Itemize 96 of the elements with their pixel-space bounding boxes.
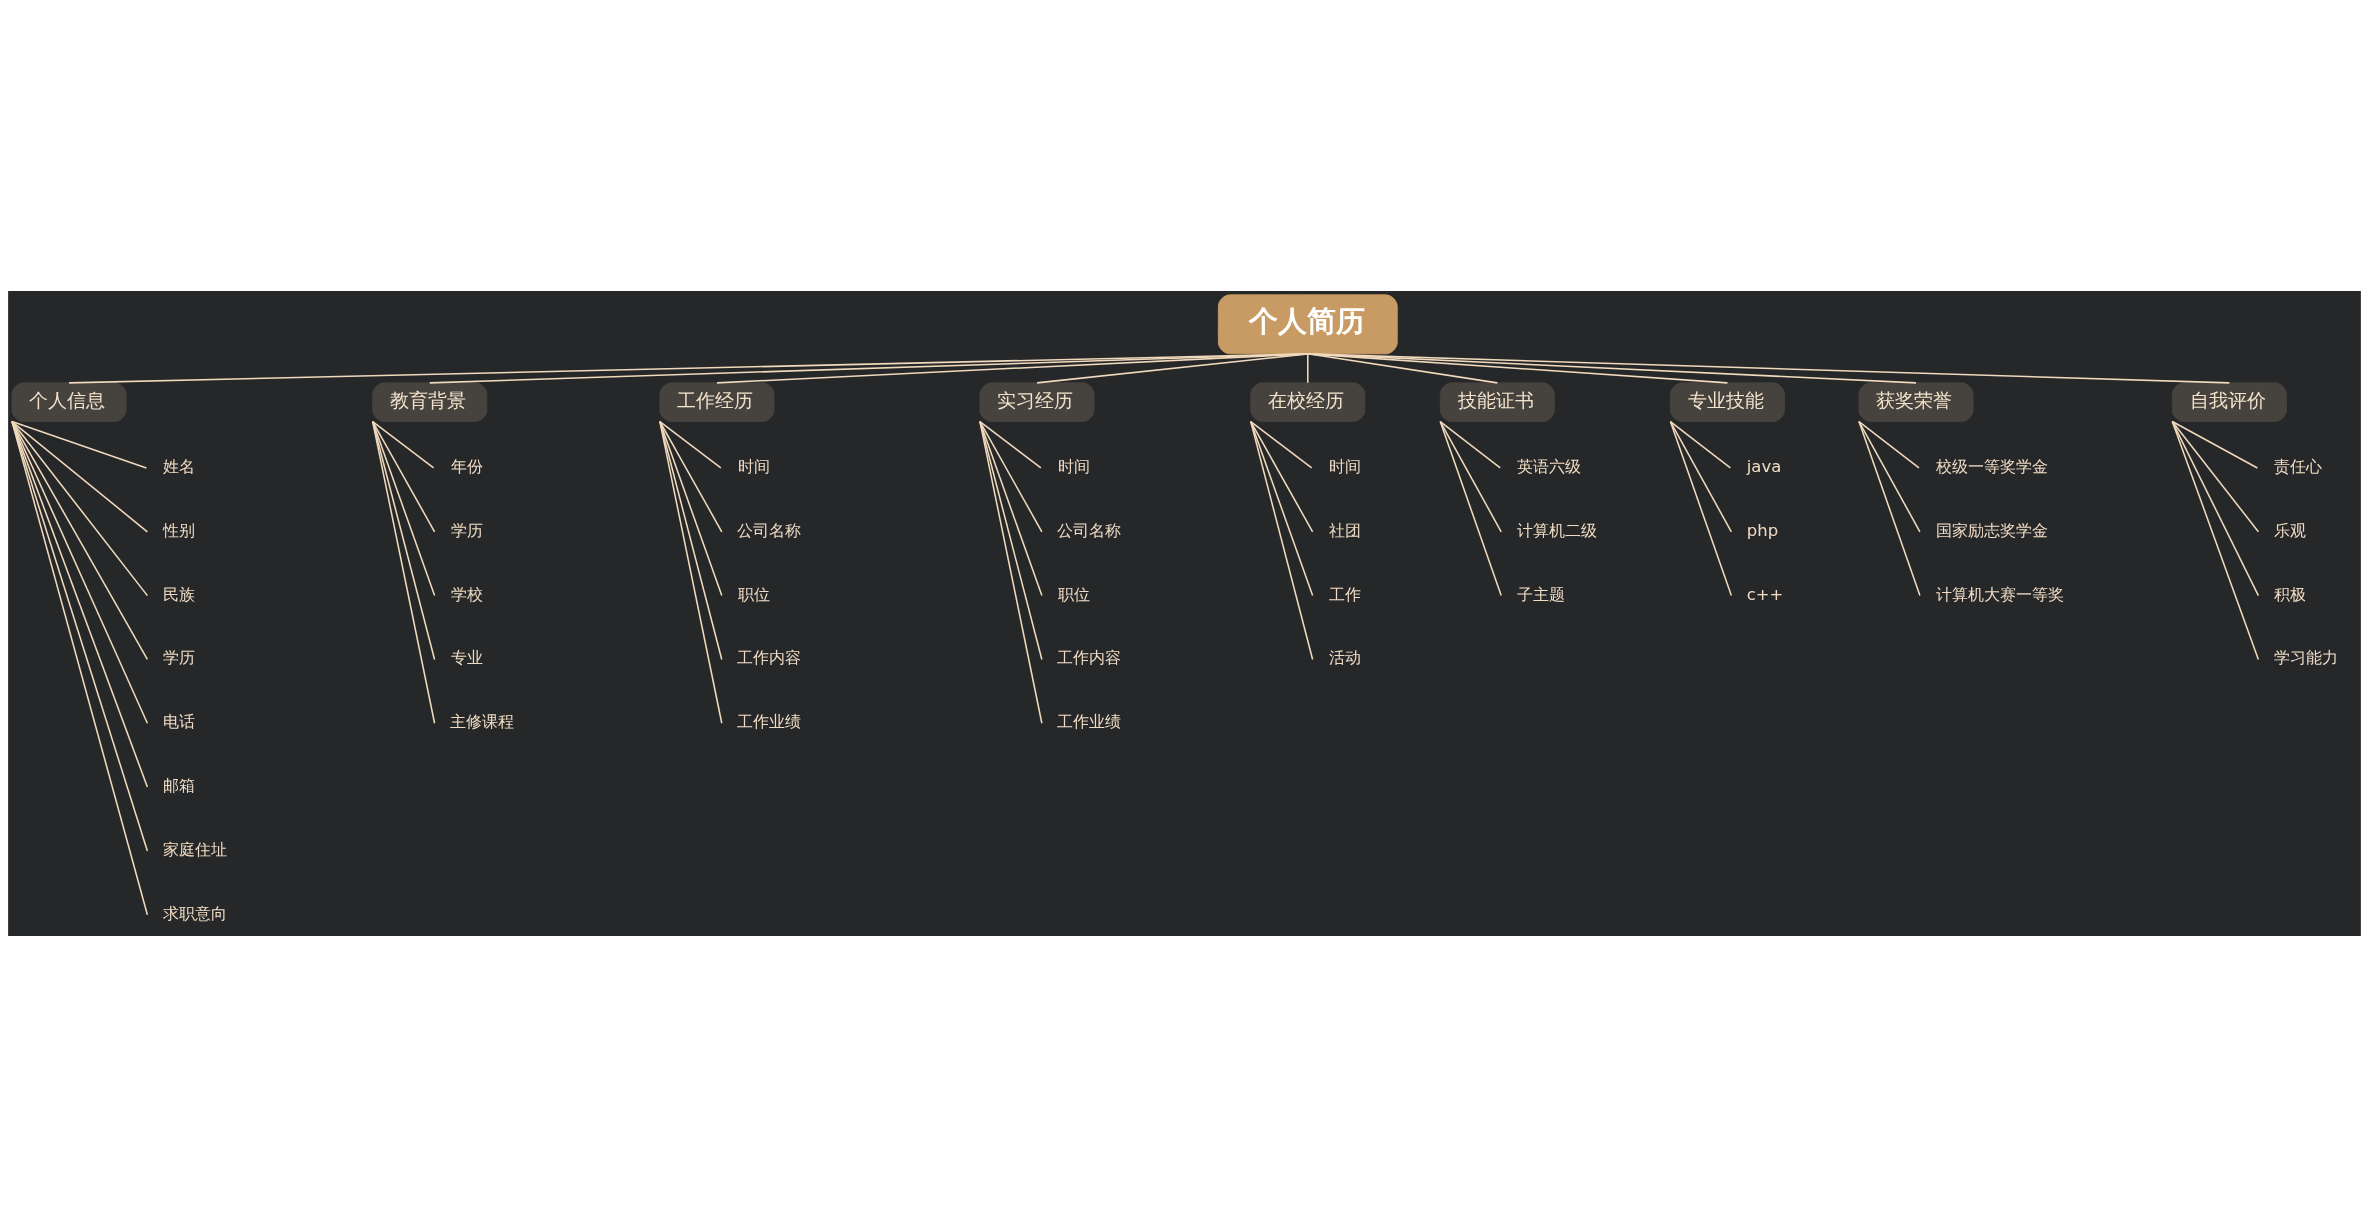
node-text: 积极 [2274,584,2307,604]
node-text: 学历 [450,520,483,540]
node-text: 活动 [1328,648,1361,668]
connector [11,420,149,725]
node-text: 时间 [1057,456,1090,476]
node-box: 工作经历 [659,382,775,423]
connector [11,420,148,469]
connector [1858,420,1921,597]
node-text: 工作业绩 [737,712,802,732]
node-text: 公司名称 [737,520,802,540]
node-box: 实习经历 [979,382,1095,423]
connector [371,420,436,661]
node-text: 性别 [163,520,196,540]
node-text: 子主题 [1516,584,1565,604]
node-text: 公司名称 [1057,520,1122,540]
connector [1669,420,1733,533]
connector [1439,420,1502,533]
node-text: 计算机二级 [1517,520,1598,540]
node-text: 民族 [163,584,196,604]
node-text: c++ [1746,584,1784,604]
connector [2171,420,2260,533]
node-text: 工作内容 [737,648,802,668]
connector [371,420,436,725]
node-text: 求职意向 [162,903,227,923]
node-text: 计算机大赛一等奖 [1935,584,2064,604]
connector [659,420,723,597]
connector [1307,353,1309,384]
connector [1858,420,1921,533]
connector [979,420,1042,469]
connector [1307,353,1499,384]
connector [659,420,723,661]
node-text: 国家励志奖学金 [1935,520,2048,540]
node-text: 学习能力 [2273,648,2338,668]
connector [1669,420,1732,469]
node-text: 时间 [737,456,770,476]
connector [1858,420,1920,469]
connector [11,420,149,597]
connector [1307,353,2231,384]
node-text: 校级一等奖学金 [1935,456,2048,476]
connector [1307,353,1917,384]
node-text: 英语六级 [1516,456,1581,476]
node-text: 工作内容 [1057,648,1122,668]
connector [979,420,1043,597]
connector [1036,353,1309,384]
connector [68,353,1309,384]
node-box: 教育背景 [372,382,488,423]
node-text: 工作业绩 [1057,712,1122,732]
node-text: 主修课程 [450,712,515,732]
node-box: 获奖荣誉 [1858,382,1974,423]
connector [2171,420,2260,661]
connector [11,420,149,533]
connector [659,420,722,469]
node-text: php [1746,520,1779,540]
node-text: 邮箱 [163,776,196,796]
connector [979,420,1043,725]
node-text: 职位 [737,584,770,604]
connector [716,353,1309,384]
node-box: 个人信息 [11,382,127,423]
node-text: java [1746,456,1782,476]
connector [1249,420,1314,533]
connector [979,420,1043,533]
node-text: 社团 [1328,520,1361,540]
connector [1439,420,1501,469]
connector [371,420,436,533]
connector [1307,353,1729,384]
node-text: 时间 [1328,456,1361,476]
node-text: 职位 [1057,584,1090,604]
node-text: 电话 [163,712,196,732]
node-text: 学历 [163,648,196,668]
connector [1249,420,1314,597]
node-box: 个人简历 [1217,294,1398,355]
connector [1439,420,1502,597]
node-box: 专业技能 [1669,382,1785,423]
connector [659,420,723,725]
connector [659,420,723,533]
node-text: 乐观 [2274,520,2307,540]
node-box: 技能证书 [1439,382,1555,423]
connector [371,420,436,597]
connector [2171,420,2260,597]
node-text: 年份 [450,456,483,476]
node-text: 家庭住址 [162,839,227,859]
node-box: 在校经历 [1250,382,1366,423]
node-text: 姓名 [163,456,196,476]
node-text: 专业 [450,648,483,668]
connector [1249,420,1314,661]
connector [11,420,149,661]
node-text: 工作 [1328,584,1361,604]
connector [371,420,435,469]
connector [979,420,1043,661]
connector [2171,420,2259,469]
node-text: 责任心 [2273,456,2322,476]
node-text: 学校 [450,584,483,604]
connector [1249,420,1313,469]
connector [1669,420,1733,597]
node-box: 自我评价 [2171,382,2287,423]
connector [428,353,1309,384]
